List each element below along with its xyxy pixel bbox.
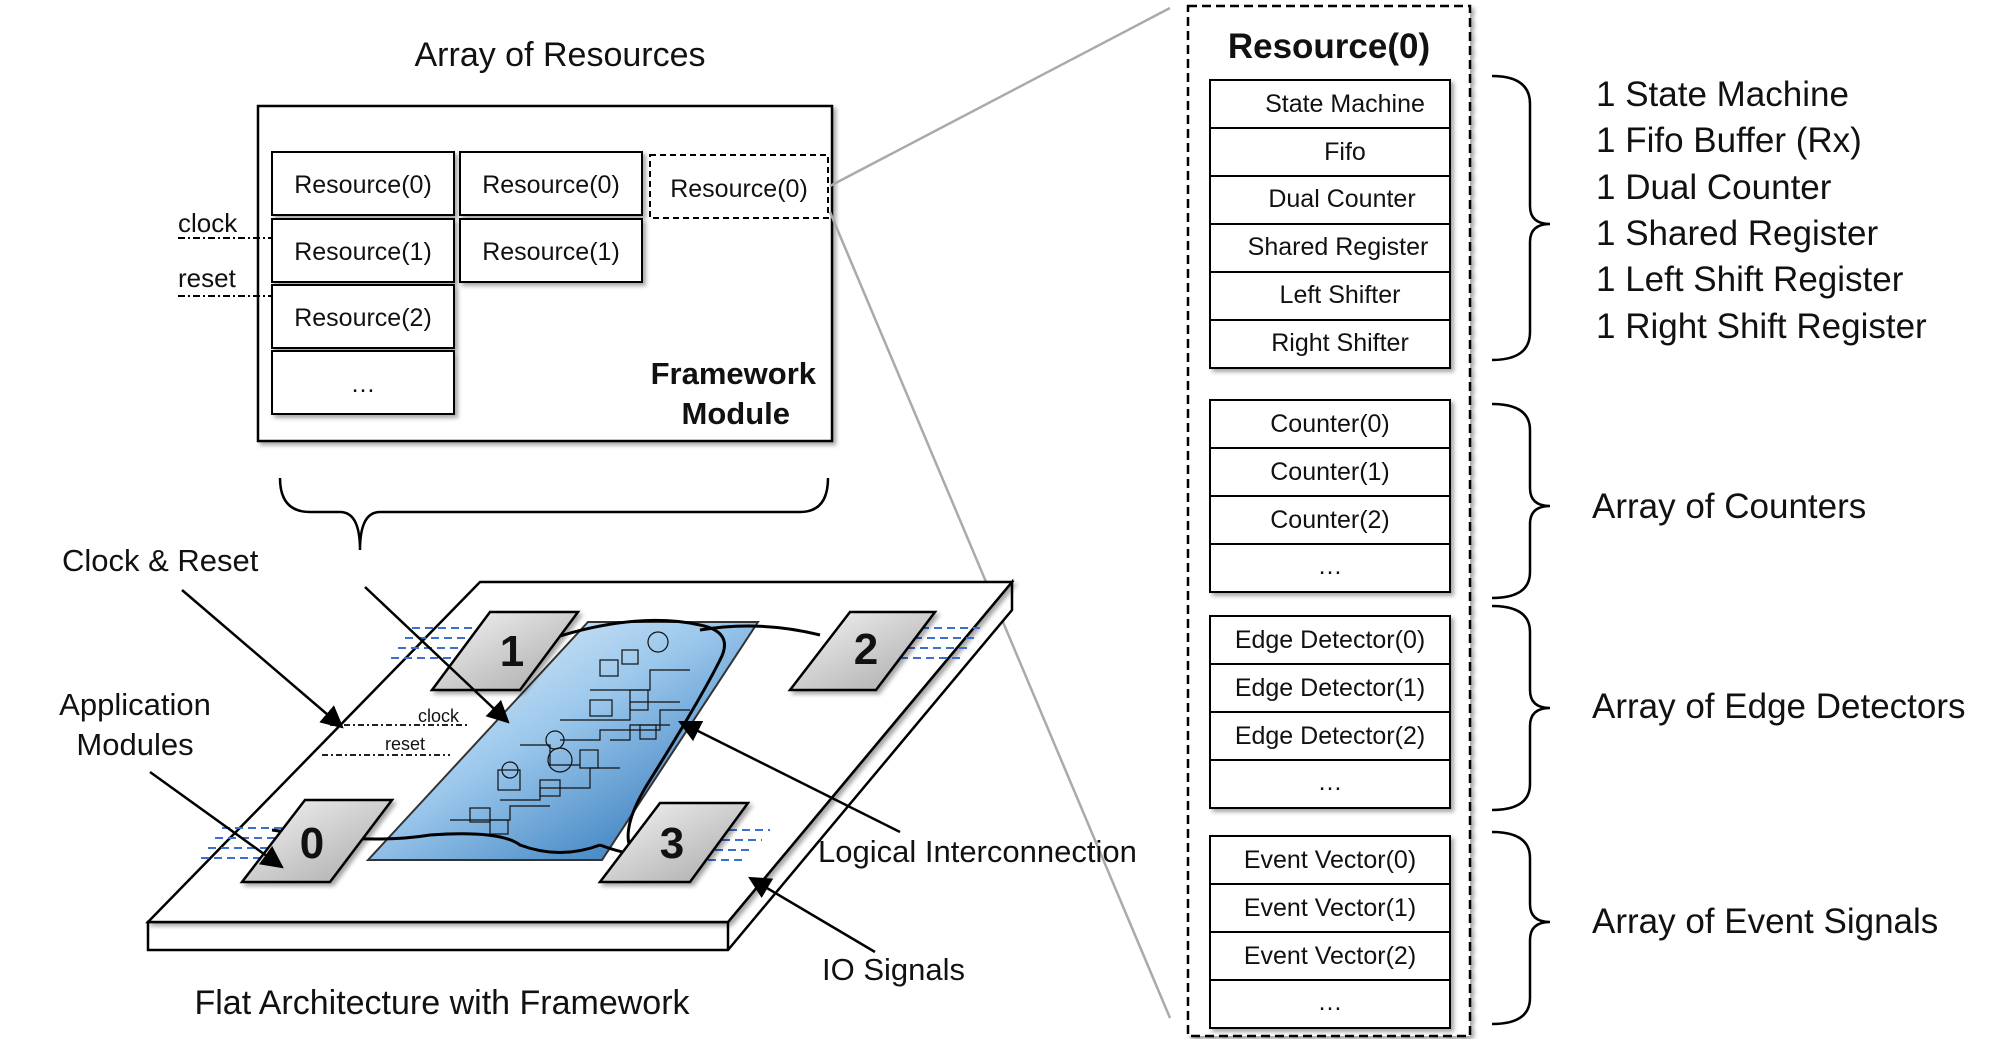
cell-event-vector-2: Event Vector(2) [1244, 942, 1416, 970]
resource-column-2: Resource(0) Resource(1) [459, 151, 643, 283]
interconnect-2 [699, 624, 821, 637]
brace-group-2 [1491, 402, 1551, 600]
resource-cell [271, 151, 455, 216]
application-modules-label-line2: Modules [76, 727, 193, 762]
clock-reset-arrow [181, 589, 344, 729]
clock-label: clock [178, 208, 238, 238]
array-arrow [364, 586, 510, 724]
resource-cell [459, 218, 643, 283]
cell-event-vector-0: Event Vector(0) [1244, 846, 1416, 874]
cell-left-shifter: Left Shifter [1280, 281, 1401, 309]
cell-event-vector-more: … [1318, 988, 1343, 1016]
resource-cell-label: Resource(0) [294, 171, 432, 199]
logical-interconnection-arrow [677, 720, 901, 834]
desc-array-of-counters: Array of Counters [1592, 487, 1866, 526]
cell-counter-1: Counter(1) [1270, 458, 1390, 486]
cell-fifo: Fifo [1324, 138, 1366, 166]
resource-cell [271, 284, 455, 349]
resource-cell [459, 151, 643, 216]
framework-module-label-line1: Framework [651, 356, 817, 391]
resource-cell [271, 218, 455, 283]
module-number: 0 [300, 819, 324, 868]
fpga-fabric [365, 621, 760, 861]
board-caption: Flat Architecture with Framework [194, 984, 690, 1022]
cell-edge-detector-0: Edge Detector(0) [1235, 626, 1425, 654]
io-signals-label: IO Signals [822, 952, 965, 987]
application-modules-label-line1: Application [59, 687, 211, 722]
resource-cell-label: Resource(2) [294, 304, 432, 332]
group-3-cells: Edge Detector(0) Edge Detector(1) Edge D… [1209, 615, 1451, 809]
resource-cell [271, 350, 455, 415]
module-pad-2: 2 [787, 610, 938, 692]
framework-module-label-line2: Module [682, 396, 791, 431]
resource-cell-label: … [351, 370, 376, 398]
circuit-sketch [450, 631, 690, 835]
cell-right-shifter: Right Shifter [1271, 329, 1409, 357]
cell-counter-2: Counter(2) [1270, 506, 1390, 534]
resource-detail-title: Resource(0) [1228, 27, 1430, 66]
cell-edge-detector-more: … [1318, 768, 1343, 796]
reset-label: reset [178, 263, 237, 293]
group-4-cells: Event Vector(0) Event Vector(1) Event Ve… [1209, 835, 1451, 1029]
module-number: 3 [660, 819, 684, 868]
group-1-descriptions: 1 State Machine 1 Fifo Buffer (Rx) 1 Dua… [1596, 75, 1927, 346]
cell-shared-register: Shared Register [1248, 233, 1429, 261]
brace-group-1 [1491, 74, 1551, 362]
array-brace [278, 477, 830, 551]
desc-line: 1 Right Shift Register [1596, 307, 1927, 346]
cell-counter-0: Counter(0) [1270, 410, 1390, 438]
cell-dual-counter: Dual Counter [1268, 185, 1415, 213]
cell-event-vector-1: Event Vector(1) [1244, 894, 1416, 922]
zoom-line-top [829, 6, 1171, 188]
cell-counter-more: … [1318, 552, 1343, 580]
cell-edge-detector-1: Edge Detector(1) [1235, 674, 1425, 702]
module-pad-1: 1 [429, 610, 581, 692]
group-2-cells: Counter(0) Counter(1) Counter(2) … [1209, 399, 1451, 593]
group-1-cells: State Machine Fifo Dual Counter Shared R… [1209, 79, 1451, 369]
resource-cell-selected [649, 154, 829, 219]
cell-edge-detector-2: Edge Detector(2) [1235, 722, 1425, 750]
board-clock-label: clock [418, 706, 460, 726]
desc-line: 1 Dual Counter [1596, 168, 1832, 207]
module-pad-3: 3 [597, 801, 751, 884]
io-signals-arrow [748, 876, 876, 954]
desc-array-of-edge-detectors: Array of Edge Detectors [1592, 687, 1966, 726]
clock-reset-label: Clock & Reset [62, 543, 259, 578]
resource-cell-label: Resource(1) [294, 238, 432, 266]
brace-group-3 [1491, 604, 1551, 812]
application-modules-arrow [149, 770, 284, 869]
resource-cell-label: Resource(0) [670, 175, 808, 203]
desc-line: 1 State Machine [1596, 75, 1849, 114]
module-number: 2 [854, 625, 878, 674]
module-number: 1 [500, 627, 524, 676]
desc-line: 1 Left Shift Register [1596, 260, 1904, 299]
cell-state-machine: State Machine [1265, 90, 1425, 118]
desc-line: 1 Shared Register [1596, 214, 1878, 253]
board-reset-label: reset [385, 734, 425, 754]
brace-group-4 [1491, 830, 1551, 1026]
resource-column-1: Resource(0) Resource(1) Resource(2) … [271, 151, 455, 415]
logical-interconnection-label: Logical Interconnection [818, 834, 1137, 869]
resource-cell-label: Resource(0) [482, 171, 620, 199]
resource-column-3: Resource(0) [649, 154, 829, 219]
resource-cell-label: Resource(1) [482, 238, 620, 266]
array-of-resources-title: Array of Resources [415, 36, 706, 74]
desc-line: 1 Fifo Buffer (Rx) [1596, 121, 1862, 160]
desc-array-of-event-signals: Array of Event Signals [1592, 902, 1938, 941]
